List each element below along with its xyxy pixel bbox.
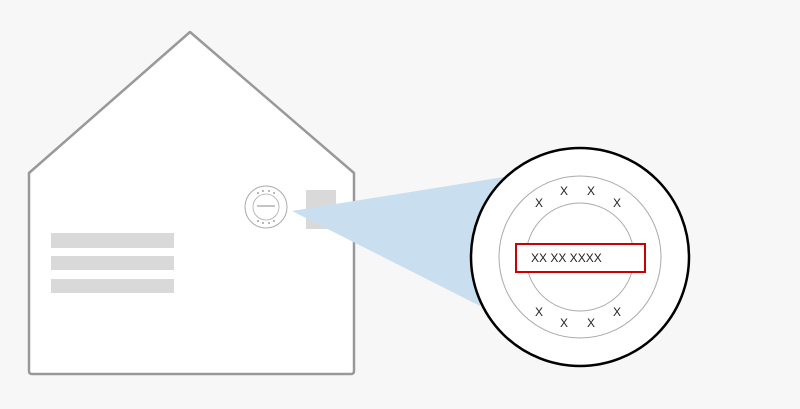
postmark-outer-ring — [498, 175, 662, 339]
small-postmark-dot — [268, 190, 270, 192]
postmark-bottom-mark: X — [560, 316, 568, 330]
small-postmark-dot — [262, 190, 264, 192]
date-highlight-box — [515, 243, 646, 273]
small-postmark-dot — [257, 220, 259, 222]
envelope-outline — [27, 30, 356, 376]
postmark-top-mark: X — [560, 184, 568, 198]
address-line-1 — [51, 233, 174, 248]
small-postmark-dot — [268, 222, 270, 224]
small-postmark-inner-ring — [252, 193, 280, 221]
postmark-top-mark: X — [587, 184, 595, 198]
address-line-3 — [51, 279, 174, 293]
magnified-postmark: X X X X X X X X XX XX XXXX — [469, 146, 691, 368]
postmark-bottom-mark: X — [587, 316, 595, 330]
small-postmark-outer-ring — [244, 185, 288, 229]
small-postmark-dot — [273, 220, 275, 222]
postmark-date-text: XX XX XXXX — [531, 251, 602, 265]
address-line-2 — [51, 256, 174, 270]
small-postmark-icon — [244, 185, 288, 229]
postmark-top-mark: X — [535, 196, 543, 210]
zoom-beam — [292, 176, 510, 306]
small-postmark-dot — [257, 192, 259, 194]
postmark-bottom-mark: X — [535, 305, 543, 319]
envelope — [27, 30, 356, 376]
small-postmark-dot — [262, 222, 264, 224]
postmark-bottom-mark: X — [613, 305, 621, 319]
postmark-top-mark: X — [613, 196, 621, 210]
small-postmark-dot — [273, 192, 275, 194]
